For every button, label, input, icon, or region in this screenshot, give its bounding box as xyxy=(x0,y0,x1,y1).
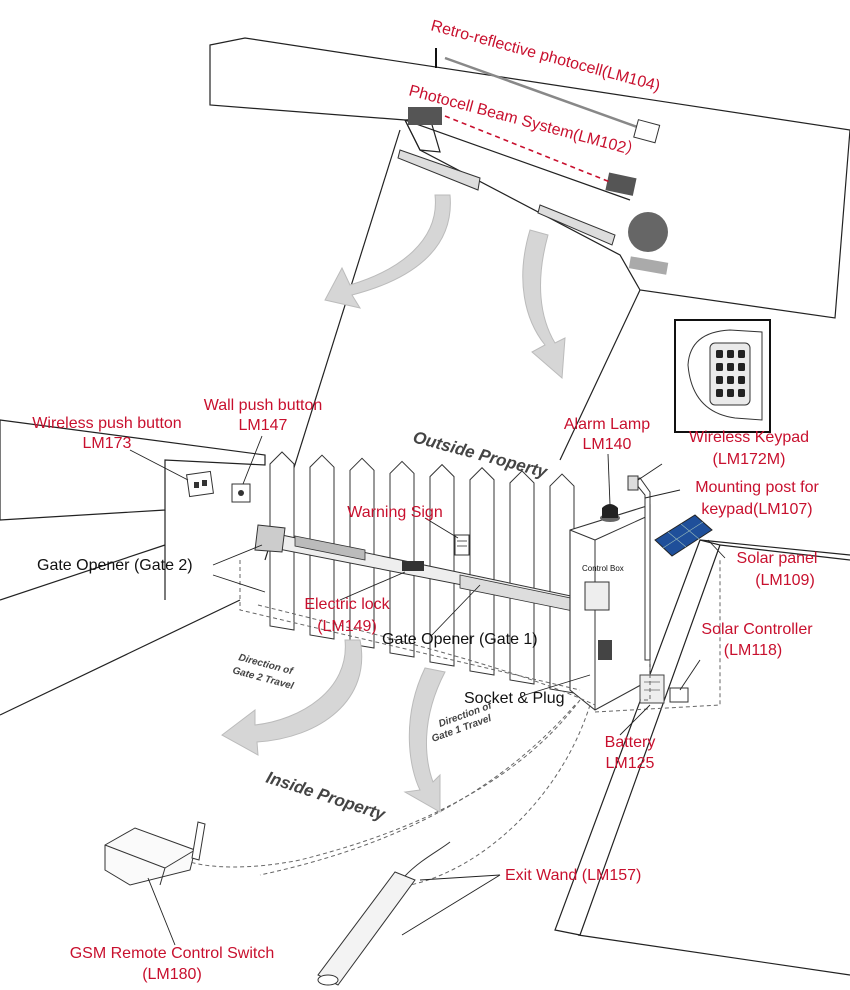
gate-openers xyxy=(254,524,591,613)
label-battery: Battery xyxy=(605,734,656,751)
label-solar-panel-code: (LM109) xyxy=(755,572,815,589)
label-electric-lock-code: (LM149) xyxy=(317,618,377,635)
label-wireless-push-button: Wireless push button xyxy=(32,415,181,432)
battery-icon xyxy=(639,674,665,704)
label-mounting-post-code: keypad(LM107) xyxy=(701,501,812,518)
exit-wand-icon xyxy=(317,841,451,986)
electric-lock-icon xyxy=(402,561,424,571)
label-gate-opener-1: Gate Opener (Gate 1) xyxy=(382,631,538,648)
gate1-inside-arrow xyxy=(403,667,446,813)
fence-picket xyxy=(509,470,535,685)
wiring xyxy=(189,560,721,886)
label-gate-opener-2: Gate Opener (Gate 2) xyxy=(37,557,193,574)
label-gsm-switch: GSM Remote Control Switch xyxy=(70,945,275,962)
keypad-key xyxy=(716,376,723,384)
label-solar-controller: Solar Controller xyxy=(701,621,813,638)
gate1-outside-arrow xyxy=(522,229,566,380)
label-warning-sign: Warning Sign xyxy=(347,504,442,521)
keypad-mounting-post xyxy=(627,475,651,661)
alarm-lamp-icon xyxy=(600,504,620,522)
wireless-keypad-inset xyxy=(674,319,771,433)
label-exit-wand: Exit Wand (LM157) xyxy=(505,867,641,884)
label-mounting-post: Mounting post for xyxy=(695,479,819,496)
retro-reflective-photocell xyxy=(435,48,661,144)
label-solar-controller-code: (LM118) xyxy=(724,642,782,659)
photocell-right-icon xyxy=(605,172,637,196)
gate2-inside-arrow xyxy=(221,639,363,756)
zone-inside: Inside Property xyxy=(264,768,389,825)
keypad-key xyxy=(716,389,723,397)
control-box xyxy=(569,504,651,711)
warning-sign-icon xyxy=(454,534,470,556)
right-wall xyxy=(554,539,850,976)
label-alarm-lamp-code: LM140 xyxy=(583,436,632,453)
top-gate-openers xyxy=(397,107,669,275)
keypad-key xyxy=(738,376,745,384)
leader-lines xyxy=(129,435,726,946)
gate-fence xyxy=(269,451,575,694)
label-electric-lock: Electric lock xyxy=(304,596,390,613)
label-wireless-keypad-code: (LM172M) xyxy=(713,451,786,468)
gate2-outside-arrow xyxy=(324,194,451,309)
keypad-key xyxy=(727,389,734,397)
label-socket-plug: Socket & Plug xyxy=(464,690,565,707)
solar-controller-icon xyxy=(669,687,689,703)
left-wall xyxy=(0,419,266,716)
keypad-key xyxy=(727,363,734,371)
keypad-key xyxy=(738,389,745,397)
lamp-post-icon xyxy=(628,212,668,252)
photocell-beam xyxy=(444,115,611,183)
label-wireless-push-button-code: LM173 xyxy=(83,435,132,452)
label-wall-push-button-code: LM147 xyxy=(239,417,288,434)
solar-panel-icon xyxy=(654,514,713,557)
photocell-left-icon xyxy=(408,107,442,125)
keypad-key xyxy=(727,376,734,384)
keypad-key xyxy=(716,350,723,358)
label-alarm-lamp: Alarm Lamp xyxy=(564,416,650,433)
wireless-push-button-icon xyxy=(186,470,214,498)
label-control-box: Control Box xyxy=(582,564,624,573)
gsm-switch-icon xyxy=(104,821,206,886)
keypad-key xyxy=(727,350,734,358)
keypad-key xyxy=(716,363,723,371)
label-battery-code: LM125 xyxy=(606,755,655,772)
label-wall-push-button: Wall push button xyxy=(204,397,323,414)
label-gsm-switch-code: (LM180) xyxy=(142,966,202,983)
label-solar-panel: Solar panel xyxy=(737,550,818,567)
keypad-key xyxy=(738,363,745,371)
keypad-key xyxy=(738,350,745,358)
label-wireless-keypad: Wireless Keypad xyxy=(689,429,809,446)
fence-picket xyxy=(469,467,495,676)
